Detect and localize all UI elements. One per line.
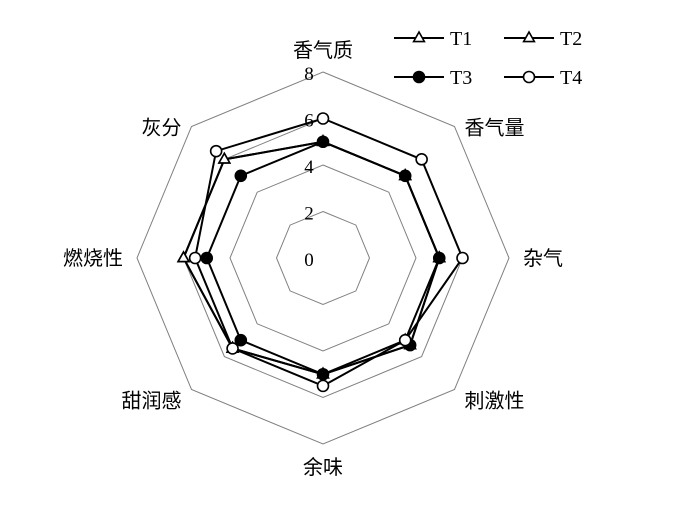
- tick-label-6: 6: [304, 111, 314, 132]
- point-t3-5: [234, 333, 248, 347]
- point-t4-4: [316, 379, 330, 393]
- point-t2-6: [176, 250, 191, 263]
- tick-label-8: 8: [304, 64, 314, 85]
- point-t4-1: [415, 153, 428, 166]
- radar-series: [176, 112, 469, 393]
- point-t3-2: [432, 251, 446, 265]
- legend-marker: [522, 70, 536, 84]
- tick-label-4: 4: [304, 157, 314, 178]
- tick-label-0: 0: [304, 250, 314, 271]
- legend-item-t4: T4: [504, 67, 582, 89]
- legend-label: T2: [560, 28, 582, 50]
- point-t4-0: [316, 112, 330, 125]
- axis-label-0: 香气质: [293, 38, 353, 62]
- point-t3-7: [234, 169, 248, 183]
- tick-label-2: 2: [304, 204, 314, 225]
- legend-label: T1: [450, 28, 472, 50]
- grid-ring-8: [136, 71, 510, 445]
- series-t4: [188, 112, 469, 393]
- point-t3-6: [200, 251, 214, 265]
- grid-ring-2: [275, 210, 371, 306]
- legend-marker: [412, 30, 426, 43]
- axis-label-1: 香气量: [465, 115, 525, 139]
- legend-item-t1: T1: [394, 28, 472, 50]
- axis-label-2: 杂气: [523, 246, 563, 270]
- point-t3-1: [398, 169, 412, 183]
- grid-ring-4: [229, 164, 417, 352]
- point-t4-3: [398, 333, 412, 347]
- axis-label-5: 甜润感: [121, 389, 181, 413]
- axis-label-6: 燃烧性: [63, 246, 123, 270]
- legend-item-t3: T3: [394, 67, 472, 89]
- legend-marker: [522, 30, 536, 43]
- axis-label-4: 余味: [303, 455, 343, 479]
- point-t4-2: [456, 251, 469, 265]
- legend-item-t2: T2: [504, 28, 582, 50]
- point-t4-5: [226, 342, 239, 355]
- point-t3-4: [316, 367, 330, 381]
- point-t3-0: [316, 135, 330, 149]
- axis-label-3: 刺激性: [465, 389, 525, 413]
- point-t4-6: [188, 251, 202, 265]
- legend-label: T3: [450, 67, 472, 89]
- point-t2-7: [217, 151, 232, 164]
- point-t4-7: [209, 144, 223, 158]
- axis-label-7: 灰分: [141, 115, 181, 139]
- legend-marker: [412, 70, 426, 84]
- radial-tick-labels: 0 2 4 6 8: [304, 64, 314, 271]
- legend-label: T4: [560, 67, 582, 89]
